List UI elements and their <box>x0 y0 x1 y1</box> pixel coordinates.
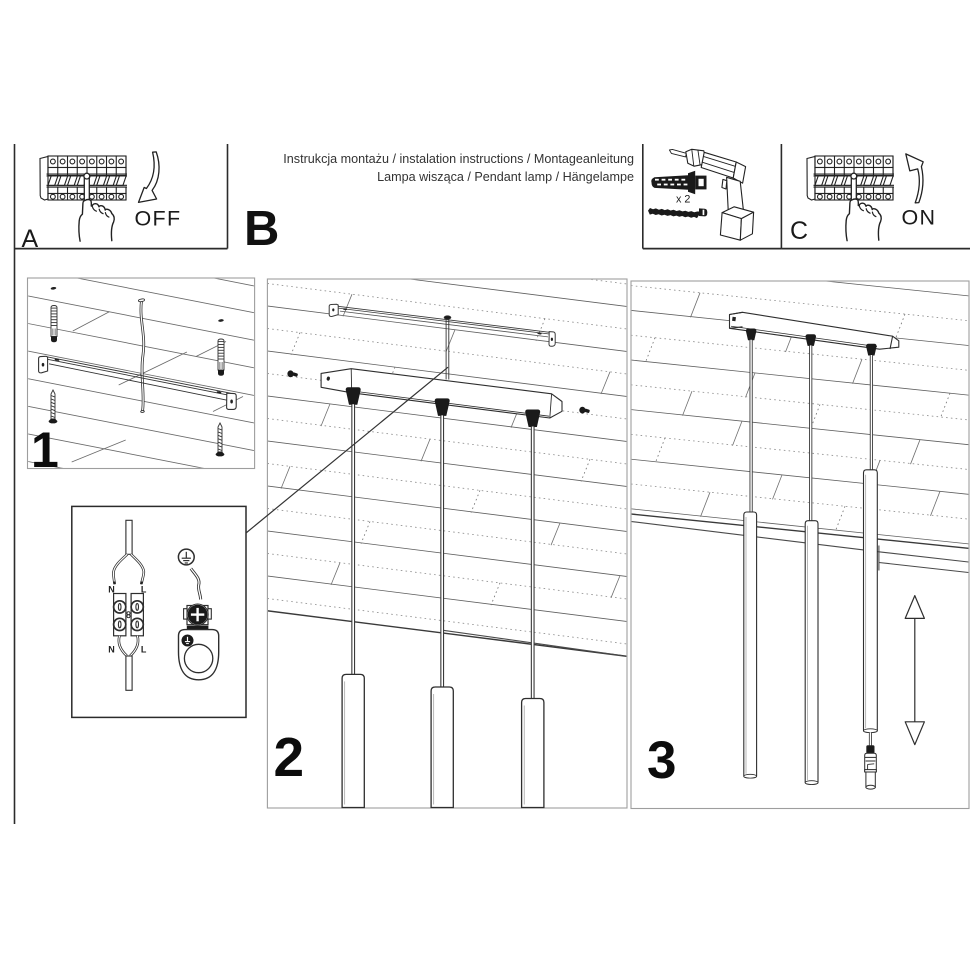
svg-text:C: C <box>790 217 808 245</box>
svg-text:Lampa wisząca / Pendant lamp /: Lampa wisząca / Pendant lamp / Hängelamp… <box>377 170 634 184</box>
svg-text:x 2: x 2 <box>676 194 690 206</box>
svg-text:ON: ON <box>902 206 937 230</box>
svg-text:3: 3 <box>647 731 676 790</box>
svg-text:OFF: OFF <box>135 206 182 230</box>
svg-text:B: B <box>244 202 279 256</box>
svg-text:L: L <box>141 585 147 595</box>
svg-text:N: N <box>108 645 115 655</box>
svg-text:N: N <box>108 585 115 595</box>
svg-text:1: 1 <box>31 422 59 478</box>
svg-text:2: 2 <box>274 726 305 788</box>
svg-text:Instrukcja montażu / instalati: Instrukcja montażu / instalation instruc… <box>283 152 634 166</box>
svg-text:L: L <box>141 645 147 655</box>
svg-text:A: A <box>22 225 39 253</box>
